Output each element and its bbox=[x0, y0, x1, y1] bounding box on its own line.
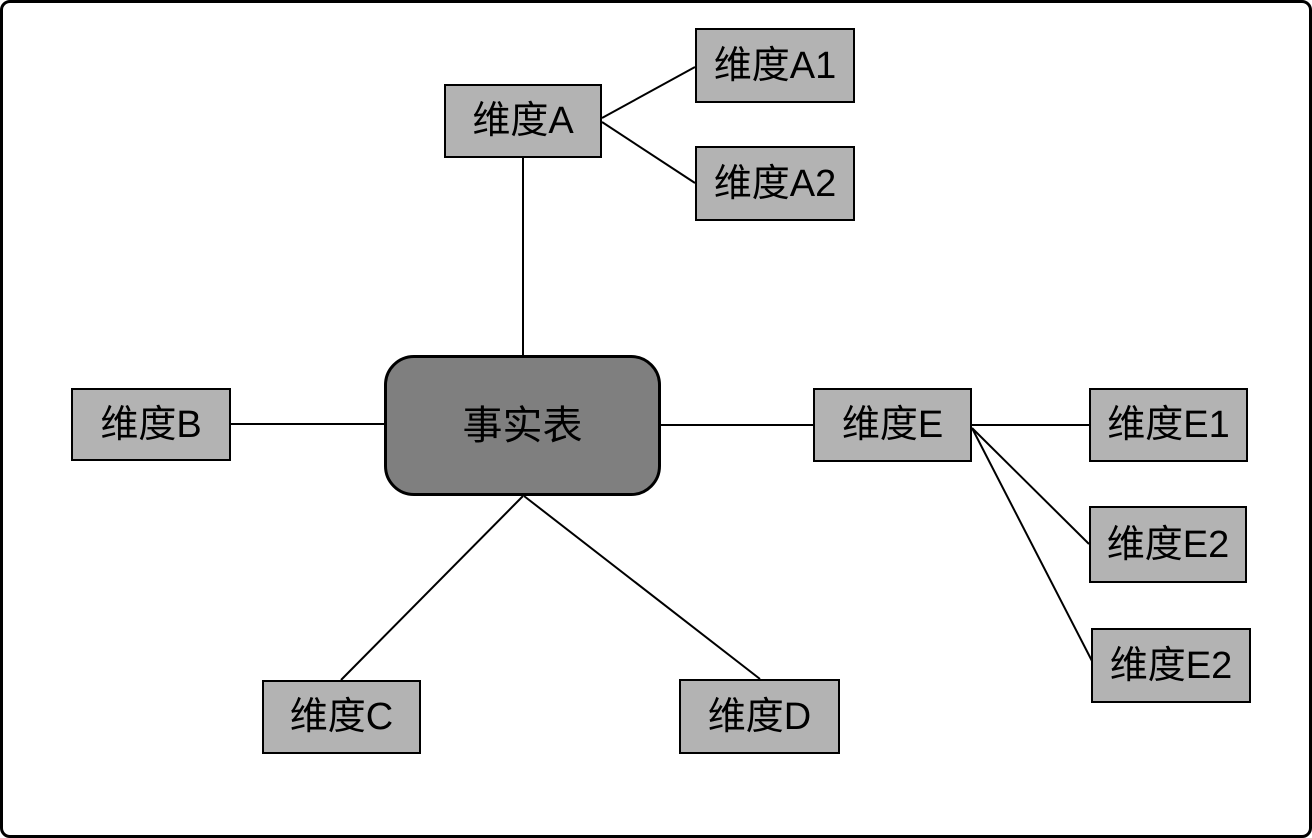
edge-dim-a-dim-a2 bbox=[601, 121, 696, 184]
node-dim-b[interactable]: 维度B bbox=[71, 388, 231, 461]
node-label: 维度E1 bbox=[1107, 404, 1230, 446]
node-label: 维度B bbox=[100, 403, 202, 446]
node-dim-a1[interactable]: 维度A1 bbox=[695, 28, 855, 103]
node-label: 维度E bbox=[841, 404, 944, 446]
node-label: 维度A2 bbox=[713, 162, 837, 205]
node-dim-e2-upper[interactable]: 维度E2 bbox=[1089, 506, 1247, 583]
edge-dim-a-dim-a1 bbox=[601, 66, 696, 119]
node-fact-table[interactable]: 事实表 bbox=[384, 355, 661, 496]
node-dim-a[interactable]: 维度A bbox=[444, 84, 602, 158]
node-dim-e[interactable]: 维度E bbox=[813, 388, 972, 462]
edge-dim-e-dim-e2-upper bbox=[971, 427, 1090, 545]
node-dim-c[interactable]: 维度C bbox=[262, 680, 421, 754]
node-label: 事实表 bbox=[462, 403, 583, 448]
node-label: 维度E2 bbox=[1106, 523, 1230, 566]
node-label: 维度D bbox=[707, 695, 812, 738]
node-label: 维度C bbox=[289, 696, 394, 738]
edge-dim-e-dim-e2-lower bbox=[971, 427, 1093, 662]
edge-fact-dim-c bbox=[340, 495, 524, 681]
node-label: 维度E2 bbox=[1109, 644, 1233, 687]
edge-fact-dim-d bbox=[523, 495, 761, 680]
node-label: 维度A1 bbox=[713, 44, 837, 87]
node-dim-e2-lower[interactable]: 维度E2 bbox=[1091, 628, 1251, 703]
node-label: 维度A bbox=[472, 100, 574, 142]
node-dim-a2[interactable]: 维度A2 bbox=[695, 146, 855, 221]
node-dim-e1[interactable]: 维度E1 bbox=[1089, 388, 1248, 462]
node-dim-d[interactable]: 维度D bbox=[679, 679, 840, 754]
connector-layer bbox=[231, 66, 1093, 681]
